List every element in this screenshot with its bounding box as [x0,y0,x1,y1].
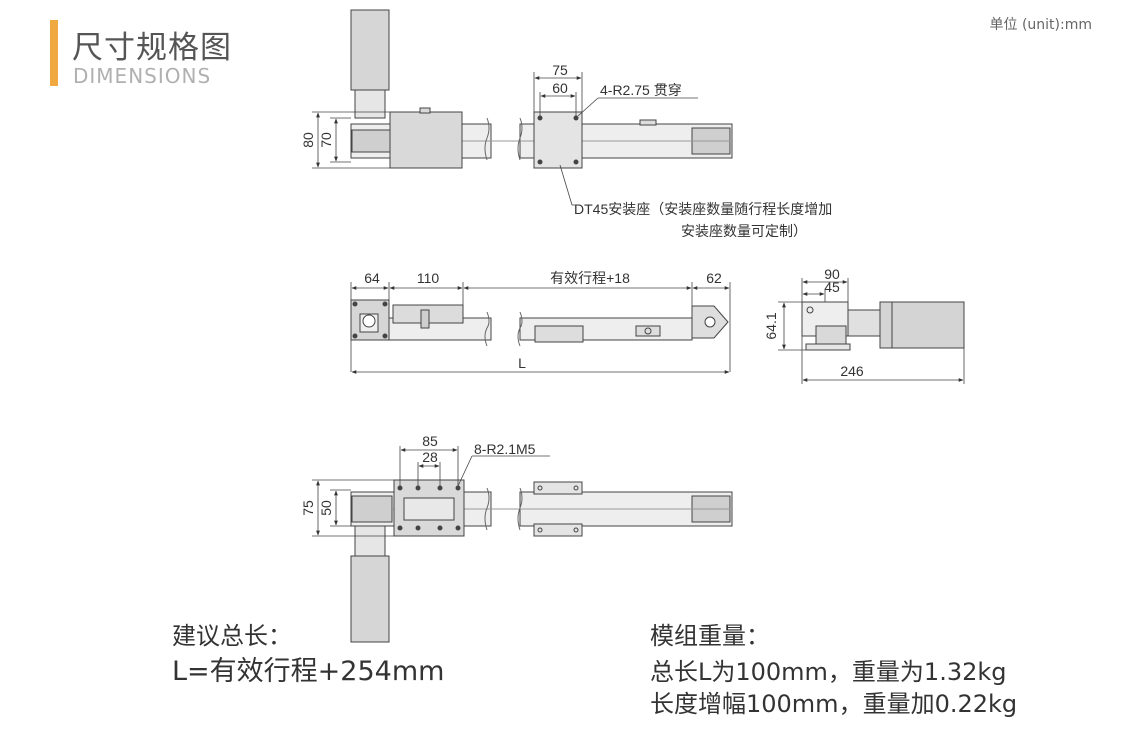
unit-label: 单位 (unit):mm [989,17,1093,33]
dim-110: 110 [417,270,440,286]
motor-coupler-bottom [354,525,386,557]
length-title: 建议总长： [172,622,292,650]
dim-64-side: 64 [364,270,380,286]
end-view [778,278,965,384]
thread-label: 8-R2.1M5 [474,441,536,457]
dim-28: 28 [422,449,438,465]
section-title: 尺寸规格图 [72,30,232,66]
motor-coupler [354,89,386,119]
dim-90: 90 [824,266,840,282]
coupler-end [847,309,881,337]
weight-line-1: 总长L为100mm，重量为1.32kg [650,658,1007,686]
motor-body-bottom [350,555,390,643]
dim-75-top: 75 [552,62,568,78]
dim-stroke: 有效行程+18 [550,270,630,286]
carriage [389,111,463,169]
dim-64-1: 64.1 [763,312,779,339]
mount-note-line1: DT45安装座（安装座数量随行程长度增加 [574,201,832,217]
dim-62: 62 [706,270,722,286]
top-view [312,9,733,206]
mount-note-line2: 安装座数量可定制） [681,223,807,239]
title-accent-bar [50,20,58,86]
end-cap-left [351,129,393,153]
dim-L: L [518,355,526,371]
motor-end [879,301,965,349]
motor-body [350,9,390,91]
mount-seat-side [534,325,584,343]
dim-80: 80 [300,132,316,148]
hole-label: 4-R2.75 贯穿 [600,82,682,98]
mount-feet-bottom [533,481,583,537]
dim-75-bottom: 75 [300,500,316,516]
dim-246: 246 [840,363,864,379]
side-view [350,282,731,374]
dim-45: 45 [824,279,840,295]
section-subtitle: DIMENSIONS [73,64,212,88]
dim-60-top: 60 [552,80,568,96]
weight-line-2: 长度增幅100mm，重量加0.22kg [650,690,1018,718]
dim-50-bottom: 50 [318,500,334,516]
dim-70: 70 [318,132,334,148]
length-formula: L=有效行程+254mm [172,656,445,687]
dim-85: 85 [422,433,438,449]
mount-seat-top [533,111,583,169]
bottom-view [312,446,733,643]
weight-title: 模组重量： [650,622,770,650]
